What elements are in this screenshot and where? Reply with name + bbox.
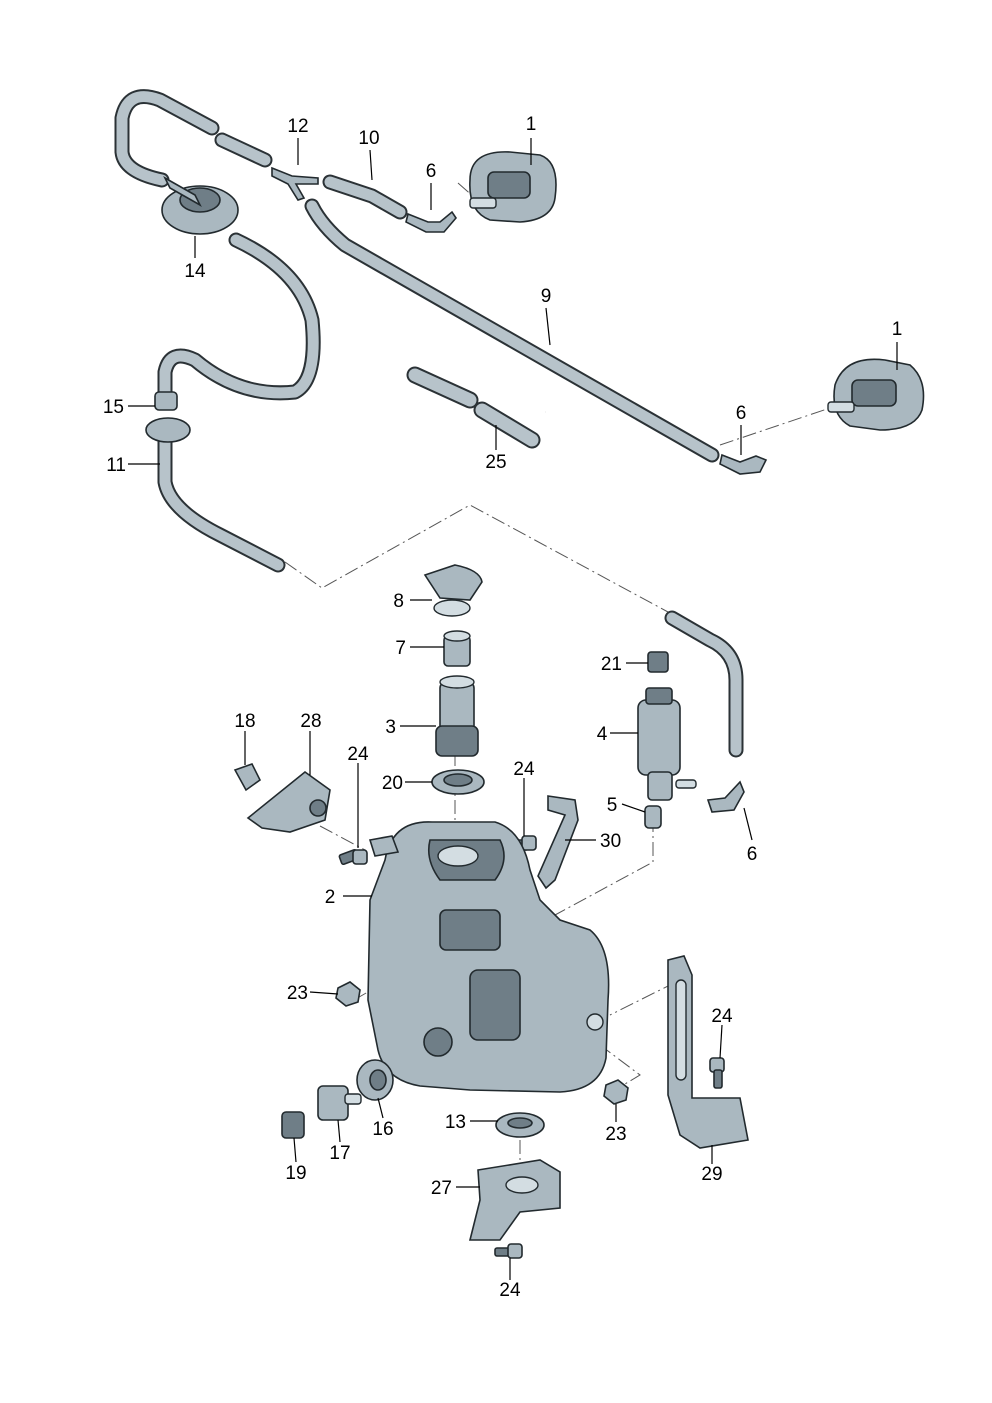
callout-28: 28 <box>300 711 321 732</box>
part-5-pump-grommet <box>644 805 662 829</box>
callout-11: 11 <box>106 455 126 476</box>
part-15-grommet <box>145 391 191 443</box>
part-1-nozzle-upper <box>469 151 557 223</box>
part-29-bracket <box>667 955 749 1149</box>
callout-29: 29 <box>701 1164 722 1185</box>
part-4-washer-pump <box>637 687 697 801</box>
callout-6-lower: 6 <box>736 403 747 424</box>
part-1-nozzle-lower <box>827 358 925 431</box>
part-27-bracket <box>468 1159 561 1241</box>
callout-24-bracket29: 24 <box>711 1006 733 1027</box>
callout-12: 12 <box>287 116 308 137</box>
callout-6-upper: 6 <box>426 161 437 182</box>
part-6-elbow-upper <box>405 210 458 233</box>
callout-19: 19 <box>285 1163 306 1184</box>
part-6-elbow-lower <box>719 453 768 475</box>
part-21-connector <box>647 651 669 673</box>
part-24-bolt-a <box>338 848 368 866</box>
callout-1-upper: 1 <box>526 114 537 135</box>
callout-6-pump: 6 <box>747 844 758 865</box>
callout-18: 18 <box>234 711 255 732</box>
part-30-bracket <box>537 795 579 890</box>
callout-24-bracket30: 24 <box>513 759 535 780</box>
callout-4: 4 <box>597 724 608 745</box>
callout-17: 17 <box>329 1143 350 1164</box>
part-13-grommet <box>495 1112 545 1138</box>
callout-20: 20 <box>382 773 403 794</box>
callout-14: 14 <box>184 261 206 282</box>
part-23-nut-a <box>335 981 361 1007</box>
callout-16: 16 <box>372 1119 393 1140</box>
part-6-elbow-pump <box>706 780 745 813</box>
part-12-t-connector <box>271 166 319 201</box>
callout-30: 30 <box>600 831 621 852</box>
callout-23-right: 23 <box>605 1124 626 1145</box>
callout-labels: 1 1 2 3 4 5 6 6 6 7 8 9 10 11 12 13 14 1… <box>103 114 902 1301</box>
callout-24-bracket28: 24 <box>347 744 369 765</box>
callout-5: 5 <box>607 795 618 816</box>
callout-27: 27 <box>431 1178 452 1199</box>
part-2-washer-reservoir <box>367 821 610 1093</box>
callout-10: 10 <box>358 128 379 149</box>
part-17-level-sensor <box>317 1085 362 1121</box>
part-7-filter <box>443 630 471 667</box>
leader-lines <box>128 138 898 1280</box>
part-23-nut-b <box>603 1079 629 1105</box>
part-24-bolt-c <box>494 1243 523 1259</box>
hose-lines <box>114 89 744 758</box>
callout-23-left: 23 <box>287 983 308 1004</box>
part-19-connector <box>281 1111 305 1139</box>
part-24-bolt-d <box>709 1057 725 1089</box>
part-14-check-valve <box>161 176 239 235</box>
callout-1-lower: 1 <box>892 319 903 340</box>
part-28-bracket <box>246 770 331 833</box>
callout-13: 13 <box>445 1112 466 1133</box>
callout-8: 8 <box>393 591 404 612</box>
part-16-grommet <box>356 1059 394 1101</box>
part-3-filler-neck <box>435 675 479 757</box>
callout-25: 25 <box>485 452 506 473</box>
callout-9: 9 <box>541 286 552 307</box>
part-18-rivet-nut <box>233 763 262 792</box>
callout-3: 3 <box>385 717 396 738</box>
callout-15: 15 <box>103 397 124 418</box>
callout-7: 7 <box>395 638 406 659</box>
part-20-seal <box>431 769 485 795</box>
callout-24-bracket27: 24 <box>499 1280 521 1301</box>
part-8-filler-cap <box>423 564 483 617</box>
callout-2: 2 <box>325 887 336 908</box>
callout-21: 21 <box>601 654 622 675</box>
